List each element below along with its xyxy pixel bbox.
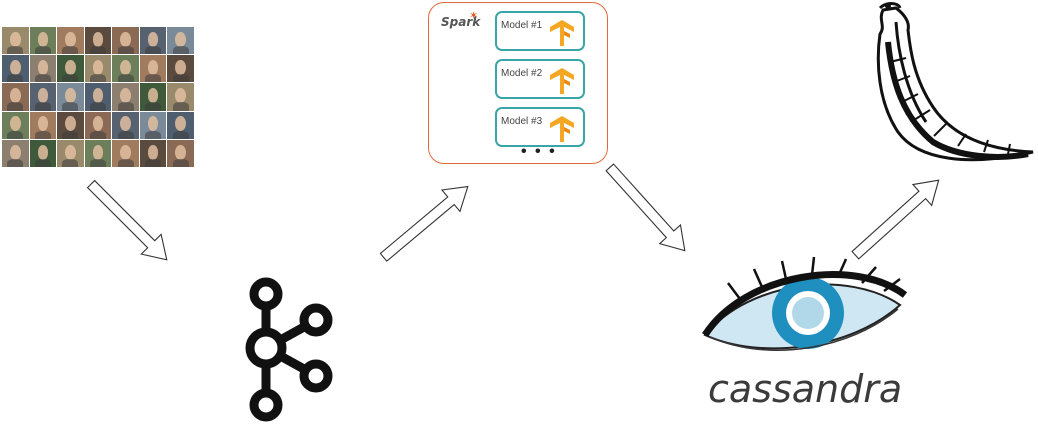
face-photo-tile [112, 111, 139, 139]
face-photo-grid [2, 27, 194, 167]
face-photo-tile [29, 83, 57, 111]
face-photo-tile [2, 83, 29, 111]
face-photo-tile [84, 83, 112, 111]
model-label: Model #1 [501, 20, 543, 31]
face-photo-tile [112, 55, 139, 83]
face-photo-tile [57, 83, 84, 111]
model-card-1: Model #1 [495, 11, 585, 51]
face-photo-tile [29, 27, 57, 55]
face-photo-tile [84, 55, 112, 83]
tensorflow-icon [550, 20, 574, 46]
spark-star-icon: ✶ [469, 10, 479, 22]
spark-logo: Spark [441, 15, 481, 29]
face-photo-tile [29, 111, 57, 139]
kafka-logo [245, 277, 333, 422]
face-photo-tile [29, 139, 57, 167]
cassandra-wordmark: cassandra [708, 367, 903, 411]
face-photo-tile [57, 139, 84, 167]
face-photo-tile [2, 55, 29, 83]
face-photo-tile [167, 27, 194, 55]
face-photo-tile [57, 55, 84, 83]
face-photo-tile [29, 55, 57, 83]
face-photo-tile [84, 27, 112, 55]
face-photo-tile [2, 139, 29, 167]
face-photo-tile [112, 139, 139, 167]
face-photo-tile [139, 55, 167, 83]
face-photo-tile [167, 55, 194, 83]
model-card-2: Model #2 [495, 59, 585, 99]
model-label: Model #2 [501, 68, 543, 79]
face-photo-tile [167, 111, 194, 139]
face-photo-tile [2, 111, 29, 139]
tensorflow-icon [550, 116, 574, 142]
face-photo-tile [167, 139, 194, 167]
face-photo-tile [112, 83, 139, 111]
more-models-ellipsis: • • • [521, 143, 557, 160]
model-card-3: Model #3 [495, 107, 585, 147]
face-photo-tile [139, 27, 167, 55]
face-photo-tile [84, 111, 112, 139]
face-photo-tile [57, 27, 84, 55]
face-photo-tile [139, 111, 167, 139]
face-photo-tile [112, 27, 139, 55]
face-photo-tile [167, 83, 194, 111]
tensorflow-icon [550, 68, 574, 94]
cassandra-eye-icon [702, 256, 908, 351]
flask-horn-icon [876, 2, 1034, 162]
face-photo-tile [57, 111, 84, 139]
spark-panel: Spark ✶ Model #1 Model #2 Model #3 • • • [428, 2, 608, 164]
face-photo-tile [84, 139, 112, 167]
model-label: Model #3 [501, 116, 543, 127]
face-photo-tile [2, 27, 29, 55]
face-photo-tile [139, 83, 167, 111]
face-photo-tile [139, 139, 167, 167]
